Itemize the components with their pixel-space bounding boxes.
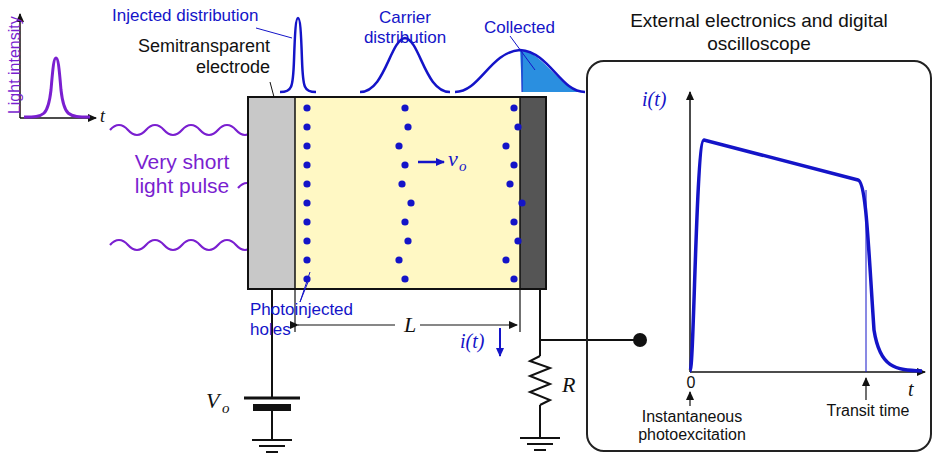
oscilloscope-box: External electronics and digital oscillo… bbox=[586, 60, 932, 452]
caption-text: Very short light pulse bbox=[122, 150, 242, 198]
hole-dot bbox=[518, 199, 525, 206]
velocity-subscript: o bbox=[459, 158, 473, 175]
leader-lines bbox=[256, 28, 535, 302]
box-heading: External electronics and digital oscillo… bbox=[588, 9, 930, 57]
hole-dot bbox=[401, 161, 408, 168]
callout-label: Transit time bbox=[820, 402, 916, 420]
light-waves bbox=[110, 125, 268, 250]
voltage-subscript: o bbox=[222, 400, 234, 417]
callout-label: Semitransparent electrode bbox=[120, 36, 270, 77]
callout-label: Instantaneous photoexcitation bbox=[632, 408, 752, 445]
hole-dot bbox=[404, 237, 411, 244]
hole-dot bbox=[502, 142, 509, 149]
callout-label: Collected bbox=[484, 18, 574, 38]
callout-label: Carrier distribution bbox=[340, 8, 470, 47]
hole-dot bbox=[303, 180, 310, 187]
hole-dot bbox=[502, 256, 509, 263]
resistor-label: R bbox=[562, 372, 582, 397]
axis-label: t bbox=[100, 106, 120, 127]
hole-dot bbox=[303, 161, 310, 168]
hole-dot bbox=[303, 199, 310, 206]
callout-label: Injected distribution bbox=[112, 6, 272, 26]
hole-dot bbox=[303, 104, 310, 111]
hole-dot bbox=[395, 256, 402, 263]
hole-dot bbox=[514, 237, 521, 244]
hole-dot bbox=[401, 218, 408, 225]
hole-dot bbox=[404, 123, 411, 130]
hole-dot bbox=[407, 199, 414, 206]
probe-dot bbox=[633, 333, 647, 347]
leader-line bbox=[270, 82, 274, 97]
axis-label: i(t) bbox=[642, 88, 686, 111]
hole-dot bbox=[506, 180, 513, 187]
holes bbox=[303, 104, 525, 282]
current-arrow bbox=[499, 328, 501, 356]
hole-dot bbox=[303, 256, 310, 263]
hole-dot bbox=[398, 180, 405, 187]
dimension-label: L bbox=[400, 312, 420, 337]
hole-dot bbox=[303, 237, 310, 244]
hole-dot bbox=[510, 104, 517, 111]
voltage-symbol: V bbox=[206, 388, 222, 413]
hole-dot bbox=[510, 218, 517, 225]
hole-dot bbox=[395, 142, 402, 149]
hole-dot bbox=[514, 123, 521, 130]
hole-dot bbox=[401, 275, 408, 282]
hole-dot bbox=[303, 142, 310, 149]
axis-tick: 0 bbox=[683, 374, 699, 392]
hole-dot bbox=[303, 218, 310, 225]
axis-label: Light intensity bbox=[6, 10, 24, 120]
sample bbox=[248, 97, 546, 289]
hole-dot bbox=[510, 275, 517, 282]
callout-label: Photoinjected holes bbox=[250, 300, 380, 339]
hole-dot bbox=[401, 104, 408, 111]
current-graph bbox=[690, 92, 925, 406]
hole-dot bbox=[303, 123, 310, 130]
axis-label: t bbox=[908, 378, 928, 401]
light-pulse-plot bbox=[20, 14, 96, 118]
hole-dot bbox=[510, 161, 517, 168]
current-label: i(t) bbox=[460, 330, 500, 353]
circuit bbox=[244, 289, 640, 452]
drift-arrow bbox=[418, 161, 444, 164]
